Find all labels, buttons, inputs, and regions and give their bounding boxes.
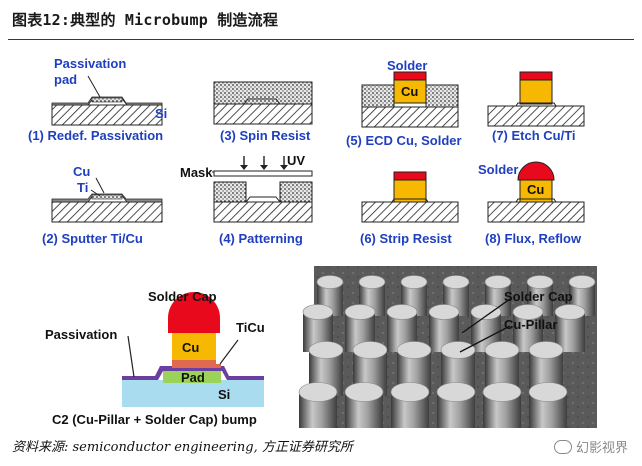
solder-layer [393, 71, 427, 81]
label-ti: Ti [77, 180, 88, 195]
solder-cap-big [168, 292, 220, 333]
label-passivation: Passivation [54, 56, 126, 71]
sem-pillar-cap [436, 382, 476, 402]
sem-pillar-cap [484, 275, 512, 289]
label-solder: Solder [387, 58, 427, 73]
step-2-sputter: Cu Ti (2) Sputter Ti/Cu [42, 164, 163, 246]
sem-pillar-cap [302, 304, 334, 320]
step-3-spin-resist: (3) Spin Resist [213, 81, 313, 143]
label-passivation-big: Passivation [45, 327, 117, 342]
passivation-purple [122, 366, 264, 380]
step-4-patterning: UV Mask (4) Patterning [180, 153, 313, 246]
sem-pillar-cap [442, 275, 470, 289]
sem-pillar-cap [470, 304, 502, 320]
sem-pillar-cap [440, 341, 476, 359]
sem-pillar-cap [396, 341, 432, 359]
sem-pillars [298, 275, 596, 428]
step-5-label: (5) ECD Cu, Solder [346, 133, 462, 148]
title-rule [8, 39, 634, 40]
solder-dome [517, 161, 555, 181]
label-cu-5: Cu [401, 84, 418, 99]
pad [91, 97, 123, 103]
step-6-label: (6) Strip Resist [360, 231, 452, 246]
label-mask: Mask [180, 165, 213, 180]
step-5-ecd: Solder Cu (5) ECD Cu, Solder [346, 58, 462, 148]
label-si-big: Si [218, 387, 230, 402]
leader-line [87, 75, 101, 98]
sem-pillar-cap [390, 382, 430, 402]
sem-pillar-cap [528, 382, 568, 402]
step-1-label: (1) Redef. Passivation [28, 128, 163, 143]
sem-pillar-cap [344, 382, 384, 402]
step-2-label: (2) Sputter Ti/Cu [42, 231, 143, 246]
label-uv: UV [287, 153, 305, 168]
label-sem-solder-cap: Solder Cap [504, 289, 573, 304]
sem-pillar-cap [482, 382, 522, 402]
label-si: Si [155, 106, 167, 121]
label-cu-8: Cu [527, 182, 544, 197]
sem-pillar-cap [400, 275, 428, 289]
cu-pillar-big [172, 333, 216, 360]
sem-pillar-cap [528, 341, 564, 359]
si-substrate-blue [122, 380, 264, 407]
sem-pillar-cap [512, 304, 544, 320]
label-cu: Cu [73, 164, 90, 179]
sem-pillar-cap [344, 304, 376, 320]
sem-pillar-cap [428, 304, 460, 320]
watermark-text: 幻影视界 [575, 441, 628, 456]
sem-pillar-cap [386, 304, 418, 320]
cu-pillar [393, 79, 427, 104]
label-solder-8: Solder [478, 162, 518, 177]
sem-pillar-cap [554, 304, 586, 320]
step-8-label: (8) Flux, Reflow [485, 231, 582, 246]
label-pad-big: Pad [181, 370, 205, 385]
label-ticu: TiCu [236, 320, 265, 335]
sem-image: Solder Cap Cu-Pillar [298, 266, 597, 428]
source-note: 资料来源: semiconductor engineering, 方正证券研究所 [12, 440, 353, 455]
label-solder-cap: Solder Cap [148, 289, 217, 304]
step-1-redef-passivation: Passivation pad Si (1) Redef. Passivatio… [28, 56, 167, 143]
step-7-etch: (7) Etch Cu/Ti [487, 71, 585, 143]
sem-pillar-cap [298, 382, 338, 402]
c2-bump-cross-section: Solder Cap Passivation TiCu Cu Pad Si C2… [45, 289, 265, 427]
sem-pillar-cap [526, 275, 554, 289]
sem-pillar-cap [308, 341, 344, 359]
step-4-label: (4) Patterning [219, 231, 303, 246]
figure-title: 图表12:典型的 Microbump 制造流程 [12, 11, 279, 29]
step-7-label: (7) Etch Cu/Ti [492, 128, 576, 143]
sem-pillar-cap [316, 275, 344, 289]
step-6-strip: (6) Strip Resist [360, 171, 459, 246]
si-substrate [51, 104, 163, 126]
bump-caption: C2 (Cu-Pillar + Solder Cap) bump [52, 412, 257, 427]
sem-pillar-cap [352, 341, 388, 359]
pad-green [163, 371, 221, 383]
step-8-reflow: Solder Cu (8) Flux, Reflow [478, 161, 585, 246]
label-cu-big: Cu [182, 340, 199, 355]
watermark: 幻影视界 [553, 437, 628, 456]
step-3-label: (3) Spin Resist [220, 128, 311, 143]
sem-pillar-cap [484, 341, 520, 359]
sem-pillar-cap [358, 275, 386, 289]
resist-layer [213, 81, 313, 105]
mask-plate [213, 170, 313, 177]
wechat-icon [553, 440, 572, 454]
label-sem-cu-pillar: Cu-Pillar [504, 317, 557, 332]
label-pad: pad [54, 72, 77, 87]
ticu-layer [172, 360, 221, 368]
sem-pillar-cap [568, 275, 596, 289]
